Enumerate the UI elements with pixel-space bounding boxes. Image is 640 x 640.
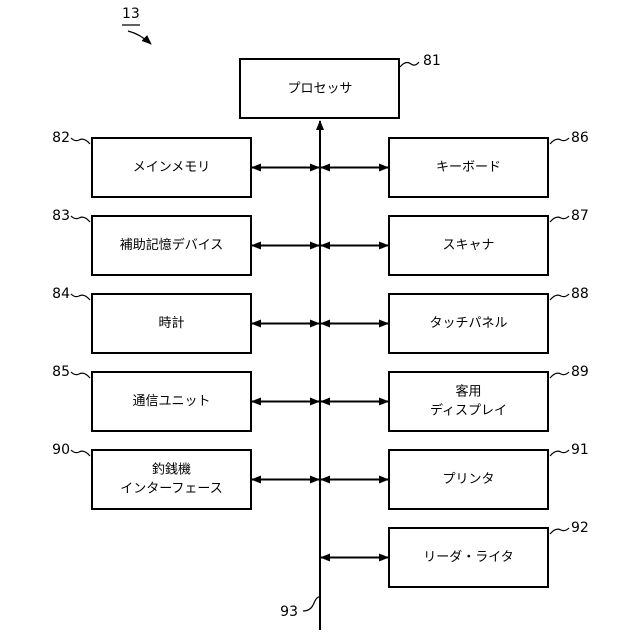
- right-block-1-ref-leader: [550, 216, 569, 222]
- right-block-0-ref-leader: [550, 138, 569, 144]
- right-block-4-label: プリンタ: [442, 472, 494, 487]
- left-block-4: 釣銭機インターフェース: [92, 450, 251, 509]
- right-block-5-label: リーダ・ライタ: [423, 550, 513, 565]
- right-block-3: 客用ディスプレイ: [389, 372, 548, 431]
- left-block-3-ref: 85: [52, 364, 70, 380]
- processor-label: プロセッサ: [287, 82, 352, 97]
- processor-ref: 81: [423, 53, 441, 69]
- left-block-4-label: 釣銭機: [152, 462, 191, 478]
- right-block-4: プリンタ: [389, 450, 548, 509]
- right-block-2-label: タッチパネル: [429, 316, 507, 331]
- right-block-5: リーダ・ライタ: [389, 528, 548, 587]
- right-block-2-ref-leader: [550, 294, 569, 300]
- right-block-1-label: スキャナ: [442, 238, 494, 253]
- right-block-1-ref: 87: [571, 208, 589, 224]
- right-block-5-ref-leader: [550, 528, 569, 534]
- figure-ref: 13: [122, 6, 140, 22]
- left-block-2-label: 時計: [158, 315, 184, 331]
- left-block-0-ref-leader: [71, 138, 90, 144]
- right-block-0-ref: 86: [571, 130, 589, 146]
- left-block-2: 時計: [92, 294, 251, 353]
- right-block-2-ref: 88: [571, 286, 589, 302]
- right-block-3-label: ディスプレイ: [430, 403, 507, 419]
- left-block-1-ref: 83: [52, 208, 70, 224]
- left-block-3-label: 通信ユニット: [132, 394, 210, 409]
- left-block-2-ref-leader: [71, 294, 90, 300]
- right-blocks: キーボード 86 スキャナ 87 タッチパネル 88 客用ディスプレイ 89 プリンタ 91 リーダ…: [321, 130, 589, 587]
- left-block-3: 通信ユニット: [92, 372, 251, 431]
- left-blocks: メインメモリ 82 補助記憶デバイス 83 時計 84 通信ユニット 85 釣銭機インターフェー…: [52, 130, 319, 509]
- bus-ref: 93: [280, 604, 298, 620]
- right-block-5-ref: 92: [571, 520, 589, 536]
- right-block-1: スキャナ: [389, 216, 548, 275]
- right-block-3-ref-leader: [550, 372, 569, 378]
- right-block-4-ref: 91: [571, 442, 589, 458]
- left-block-1-ref-leader: [71, 216, 90, 222]
- right-block-0-label: キーボード: [436, 160, 501, 175]
- left-block-0-label: メインメモリ: [133, 160, 211, 175]
- left-block-4-ref-leader: [71, 450, 90, 456]
- processor-block: プロセッサ: [240, 59, 399, 118]
- processor-ref-leader: [400, 62, 419, 67]
- left-block-2-ref: 84: [52, 286, 70, 302]
- right-block-3-label: 客用: [455, 384, 481, 400]
- bus-ref-leader: [303, 597, 320, 611]
- right-block-3-ref: 89: [571, 364, 589, 380]
- right-block-2: タッチパネル: [389, 294, 548, 353]
- left-block-3-ref-leader: [71, 372, 90, 378]
- right-block-4-ref-leader: [550, 450, 569, 456]
- left-block-0: メインメモリ: [92, 138, 251, 197]
- left-block-0-ref: 82: [52, 130, 70, 146]
- right-block-0: キーボード: [389, 138, 548, 197]
- left-block-4-label: インターフェース: [120, 482, 223, 497]
- figure-ref-arrow: [128, 31, 151, 44]
- left-block-4-ref: 90: [52, 442, 70, 458]
- left-block-1-label: 補助記憶デバイス: [120, 237, 224, 253]
- left-block-1: 補助記憶デバイス: [92, 216, 251, 275]
